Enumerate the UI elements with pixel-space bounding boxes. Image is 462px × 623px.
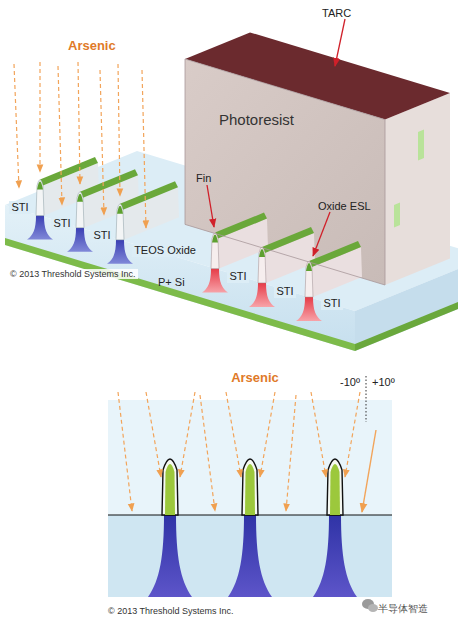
fin-top [120,181,178,210]
fin [305,261,313,297]
region-label: STI [91,229,112,242]
fin-top [262,227,314,253]
part-label: Oxide ESL [318,200,371,213]
ion-beam [142,70,146,228]
ion-beam [14,64,19,188]
leader-arrow [335,19,345,66]
substrate-side [355,269,458,351]
sti-profile [296,297,322,321]
region-label: TEOS Oxide [132,244,198,257]
fin [36,180,44,216]
ion-beam [146,392,161,477]
fin-tip [77,194,83,202]
sti-profile [249,283,275,307]
angle-label: -10º [340,376,360,389]
ion-beam [362,430,376,512]
fin [116,204,124,240]
ion-beam [118,64,120,196]
watermark-icon [368,604,378,612]
fin-top [40,157,98,186]
ion-beam [311,392,326,477]
block-label: Photoresist [219,111,294,128]
ion-beam [260,392,275,477]
p-si-layer [355,302,458,351]
implant-species-label: Arsenic [68,39,116,54]
part-label: Fin [196,172,211,185]
block-outline [185,59,385,285]
ambient-region [108,400,392,515]
ion-beam [78,62,80,184]
fin-top [215,213,267,239]
layer-label: P+ Si [158,276,185,289]
ion-beam [58,66,62,205]
ion-beam [226,392,241,477]
copyright-note: © 2013 Threshold Systems Inc. [108,606,234,616]
oxide-region [108,515,392,597]
reference-line [366,376,367,422]
resist-window [394,203,400,228]
fin [211,233,219,269]
region-label: STI [9,201,30,214]
sti-profile [228,515,272,597]
fin [162,459,178,515]
ion-beam [180,392,195,477]
sti-profile [313,515,357,597]
region-label: STI [227,270,248,283]
fin-core [330,464,340,515]
resist-side [385,93,450,285]
region-label: STI [51,217,72,230]
leader-arrow [313,212,330,256]
ion-beam [100,70,104,215]
angle-label: +10º [372,376,395,389]
sti-profile [67,228,93,252]
leader-arrow [207,185,214,227]
fin-tip [306,263,312,271]
copyright-note: © 2013 Threshold Systems Inc. [8,269,138,279]
fin-tip [37,182,43,190]
fin-tip [117,206,123,214]
fin [242,459,258,515]
fin-tip [259,249,265,257]
ion-beam [200,395,215,511]
resist-window [418,130,424,161]
fin-core [165,464,175,515]
region-label: STI [321,297,342,310]
block-outline [185,59,385,285]
fin [327,459,343,515]
fin-core [245,464,255,515]
watermark: 半导体智造 [378,603,428,615]
ion-beam [118,392,132,511]
implant-species-label: Arsenic [231,371,279,386]
region-label: STI [274,285,295,298]
sti-profile [202,269,228,293]
fin-top [80,169,138,198]
photoresist-block: Photoresist [185,59,385,285]
ion-beam [39,62,40,172]
sti-profile [148,515,192,597]
fin-tip [212,235,218,243]
sti-profile [27,216,53,240]
fin [258,247,266,283]
fin [76,192,84,228]
ion-beam [286,395,296,511]
sti-profile [107,240,133,264]
layer-label: TARC [322,7,351,20]
ion-beam [345,392,360,477]
